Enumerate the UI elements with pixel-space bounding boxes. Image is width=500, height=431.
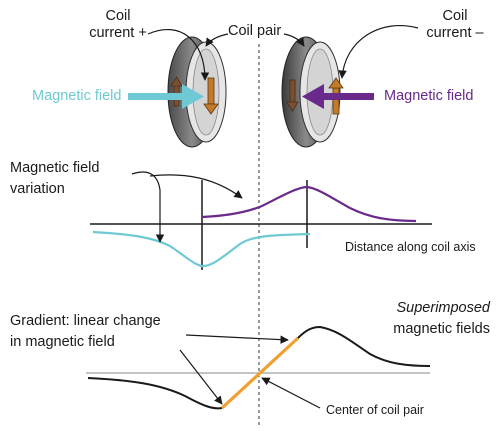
superimposed-line1: Superimposed <box>396 300 491 316</box>
cyan-field-curve <box>92 230 311 268</box>
current-arrow-left <box>207 77 215 105</box>
coil-current-plus-leader <box>147 29 210 81</box>
coil-pair-leader-left <box>205 33 229 47</box>
field-variation-label: Magnetic field variation <box>10 160 99 198</box>
center-of-coil-pair-label: Center of coil pair <box>326 403 424 417</box>
gradient-leader-2 <box>185 334 289 344</box>
field-variation-plot <box>90 171 432 270</box>
superimposed-label: Superimposed magnetic fields <box>370 300 490 338</box>
magnetic-field-right-label: Magnetic field <box>384 88 474 104</box>
coil-pair-leader-right <box>283 33 305 47</box>
purple-field-curve <box>201 185 417 223</box>
superimposed-line2: magnetic fields <box>393 321 490 337</box>
superimposed-curve-left <box>87 377 223 410</box>
gradient-line1: Gradient: linear change <box>10 313 161 329</box>
coil-current-minus-line2: current – <box>426 25 484 41</box>
coil-pair-label: Coil pair <box>228 23 282 39</box>
coil-current-plus-line2: current + <box>89 25 147 41</box>
superimposed-curve-right <box>297 325 431 367</box>
coil-current-minus-line1: Coil <box>442 8 468 24</box>
center-leader <box>261 377 321 409</box>
gradient-label: Gradient: linear change in magnetic fiel… <box>10 313 161 351</box>
coil-current-minus-label: Coil current – <box>420 8 490 42</box>
field-variation-line1: Magnetic field <box>10 160 100 176</box>
gradient-segment <box>220 336 300 410</box>
field-variation-line2: variation <box>10 181 65 197</box>
field-arrow-cyan <box>128 84 204 109</box>
field-arrow-purple <box>302 84 374 109</box>
left-coil <box>167 36 227 148</box>
coil-current-plus-label: Coil current + <box>88 8 148 42</box>
coil-current-plus-line1: Coil <box>105 8 131 24</box>
magnetic-field-left-label: Magnetic field <box>32 88 122 104</box>
gradient-leader-1 <box>179 349 223 405</box>
superimposed-plot <box>86 325 431 410</box>
current-arrow-right <box>332 87 340 115</box>
field-variation-leader-2 <box>149 174 243 199</box>
distance-axis-label: Distance along coil axis <box>345 240 476 254</box>
gradient-line2: in magnetic field <box>10 334 115 350</box>
right-coil <box>281 36 344 148</box>
field-variation-leader <box>131 171 165 243</box>
coil-current-minus-leader <box>338 25 419 79</box>
